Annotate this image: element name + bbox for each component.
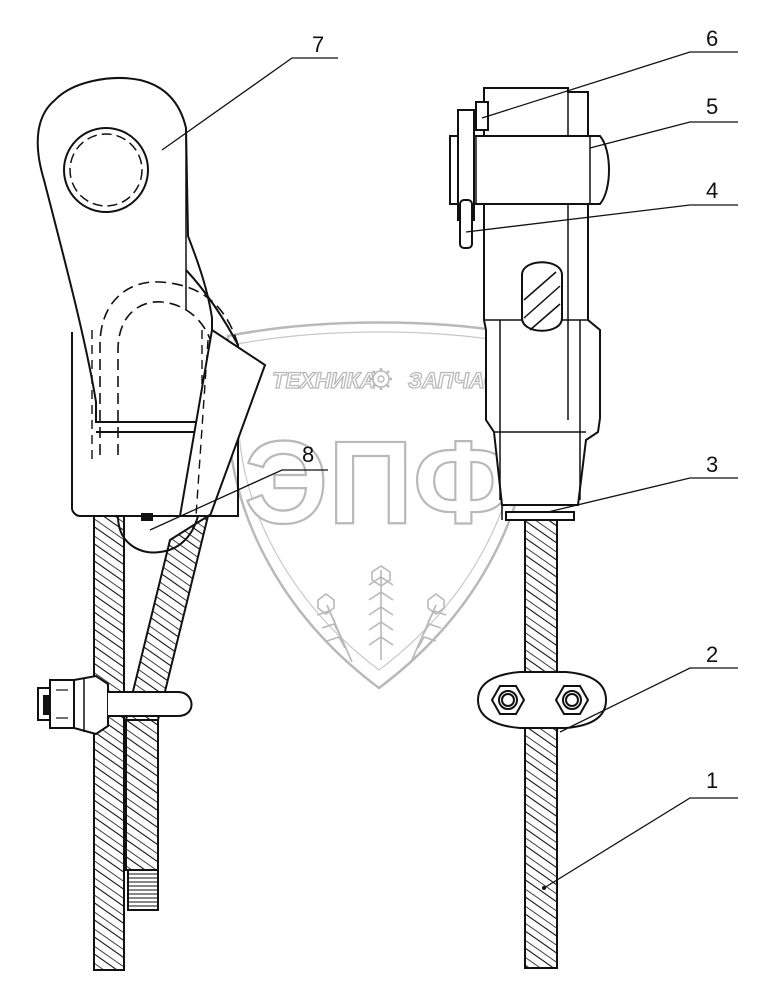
- callout-3-label: 3: [706, 452, 718, 477]
- callout-1-label: 1: [706, 768, 718, 793]
- eye-plate-hole-outer: [63, 127, 149, 213]
- leader-1-dot: [542, 886, 546, 890]
- rope-main-right: [524, 519, 558, 969]
- left-assembly: [36, 77, 267, 971]
- leader-6: [481, 51, 738, 119]
- rope-clip-left: [37, 674, 193, 736]
- callout-8-label: 8: [302, 442, 314, 467]
- watermark-wheat: [316, 565, 447, 663]
- thimble-outer: [99, 281, 239, 455]
- watermark-shield-outer: [226, 321, 532, 690]
- rope-tail: [125, 719, 159, 871]
- wedge: [178, 328, 267, 517]
- clevis-slot-hatch: [523, 271, 561, 331]
- callout-2-label: 2: [706, 642, 718, 667]
- leader-2: [559, 667, 738, 733]
- rope-tail-angled: [124, 513, 210, 721]
- leader-5: [589, 121, 738, 149]
- watermark-logo: ЭПФ: [244, 417, 513, 549]
- watermark-shield-inner: [237, 331, 521, 671]
- leader-1: [543, 797, 738, 889]
- callout-5-label: 5: [706, 94, 718, 119]
- watermark-text-left: ТЕХНИКА: [272, 368, 376, 393]
- callout-4-label: 4: [706, 178, 718, 203]
- eye-plate-hole-inner: [69, 133, 143, 207]
- part-8-pin: [141, 513, 153, 521]
- callout-6-label: 6: [706, 26, 718, 51]
- callout-7-label: 7: [312, 32, 324, 57]
- clevis-pin: [449, 135, 610, 205]
- eye-plate: [36, 77, 213, 423]
- leader-4: [465, 204, 738, 233]
- callout-leaders: [149, 51, 738, 889]
- thimble-inner: [117, 301, 213, 455]
- gear-icon: [370, 368, 392, 390]
- leader-7: [161, 57, 338, 151]
- thimble-sides: [91, 330, 203, 470]
- rope-tail-end: [127, 869, 159, 911]
- rope-main-left: [93, 515, 125, 971]
- rope-clip-right: [476, 671, 608, 729]
- clevis-slot: [521, 261, 563, 332]
- leader-3: [547, 477, 738, 513]
- watermark: ТЕХНИКА ЗАПЧАСТИ ЭПФ: [226, 321, 532, 690]
- callout-labels: 1 2 3 4 5 6 7 8: [302, 26, 718, 793]
- right-assembly: [449, 87, 610, 969]
- spacer: [505, 511, 575, 521]
- leader-8: [149, 469, 328, 531]
- cotter-pin: [459, 199, 473, 249]
